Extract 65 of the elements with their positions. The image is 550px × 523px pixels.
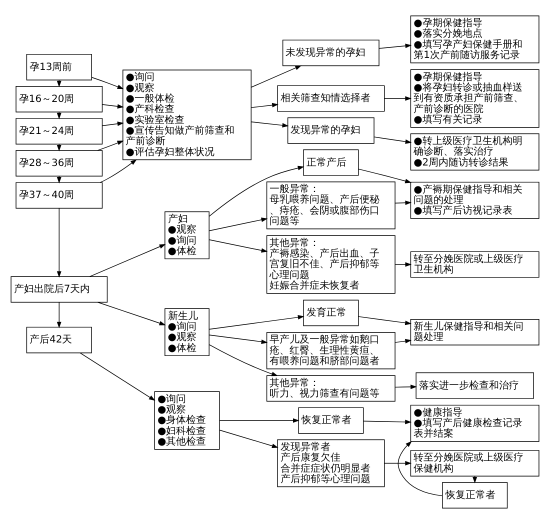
arrow <box>209 238 268 252</box>
node-box: 转至分娩医院或上级医疗卫生机构 <box>410 250 540 278</box>
arrow <box>394 262 412 266</box>
arrow <box>358 168 412 183</box>
arrow <box>97 301 166 325</box>
node-box: 其他异常： 产褥感染、产后出血、子宫复旧不佳、产后抑郁等心理问题 妊娠合并症未恢复者 <box>266 234 396 294</box>
node-box: 相关筛查知情选择者 <box>277 84 385 112</box>
arrow <box>56 208 62 278</box>
arrow <box>91 76 124 89</box>
arrow <box>384 96 412 100</box>
node-box: ●孕期保健指导 ●将孕妇转诊或抽血样送到有资质承担产前筛查、产前诊断的医院 ●填写有关记录 <box>410 68 540 128</box>
arrow <box>209 334 268 344</box>
arrow <box>56 302 62 328</box>
node-box: ●产褥期保健指导和相关问题的处理 ●填写产后访视记录表 <box>410 181 540 218</box>
arrow <box>384 460 412 466</box>
node-box: 发现异常者 产后康复欠佳 合并症症状仍明显者 产后抑郁等心理问题 <box>277 438 385 487</box>
node-box: 产后42天 <box>26 326 92 353</box>
arrow <box>208 165 304 216</box>
node-box: 孕28～36周 <box>16 150 103 176</box>
node-box: ●询问 ●观察 ●一般体检 ●产科检查 ●实验室检查 ●宣传告知做产前筛查和产前诊断 ●评估孕妇整体状况 <box>122 69 252 160</box>
arrow <box>100 158 137 182</box>
node-box: 孕13周前 <box>26 53 92 80</box>
arrow <box>358 316 412 325</box>
arrow <box>80 352 156 400</box>
node-box: 孕37～40周 <box>16 182 103 208</box>
node-box: 新生儿保健指导和相关问题处理 <box>410 318 540 345</box>
arrow <box>102 104 124 108</box>
node-box: ●转上级医疗卫生机构明确诊断、落实治疗 ●2周内随访转诊结果 <box>410 132 540 170</box>
arrow <box>250 64 302 88</box>
node-box: ●孕期保健指导 ●落实分娩地点 ●填写孕产妇保健手册和第1次产前随访服务记录 <box>410 15 540 63</box>
node-box: ●询问 ●观察 ●身体检查 ●妇科检查 ●其他检查 <box>154 390 220 450</box>
node-box: 孕21～24周 <box>16 118 103 144</box>
node-box: 正常产后 <box>303 148 359 176</box>
arrow <box>250 121 289 128</box>
node-box: 发育正常 <box>303 299 359 326</box>
arrow <box>394 338 412 343</box>
arrow <box>394 200 412 205</box>
arrow <box>208 344 278 376</box>
arrow <box>378 43 412 48</box>
node-box: 恢复正常者 <box>442 482 508 508</box>
arrow <box>374 136 412 144</box>
arrow <box>398 440 443 496</box>
node-box: 恢复正常者 <box>298 406 364 434</box>
node-box: 未发现异常的孕妇 <box>282 39 380 66</box>
node-box: ●健康指导 ●填写产后健康检查记录表并结案 <box>410 404 540 442</box>
node-box: 产妇 ●观察 ●询问 ●体检 <box>164 210 210 259</box>
node-box: 发现异常的孕妇 <box>287 116 374 144</box>
arrow <box>209 314 304 330</box>
arrow <box>219 418 300 422</box>
node-box: 产妇出院后7天内 <box>10 276 108 302</box>
arrow <box>89 244 166 276</box>
arrow <box>219 429 278 448</box>
arrow <box>363 419 412 424</box>
node-box: 孕16～20周 <box>16 86 103 112</box>
node-box: 新生儿 ●询问 ●观察 ●体检 <box>164 308 210 356</box>
node-box: 一般异常： 母乳喂养问题、产后便秘、痔疮、会阴或腹部伤口问题等 <box>266 181 396 229</box>
arrow <box>102 121 124 126</box>
node-box: 早产儿及一般异常如鹅口疮、红臀、生理性黄疸、有喂养问题和脐部问题者 <box>266 332 396 369</box>
arrow <box>97 140 124 150</box>
node-box: 其他异常： 听力、视力筛查有问题等 <box>266 374 396 402</box>
node-box: 转至分娩医院或上级医疗保健机构 <box>410 450 540 476</box>
node-box: 落实进一步检查和治疗 <box>416 372 534 398</box>
arrow <box>209 217 268 231</box>
arrow <box>394 384 417 389</box>
arrow <box>250 102 279 108</box>
